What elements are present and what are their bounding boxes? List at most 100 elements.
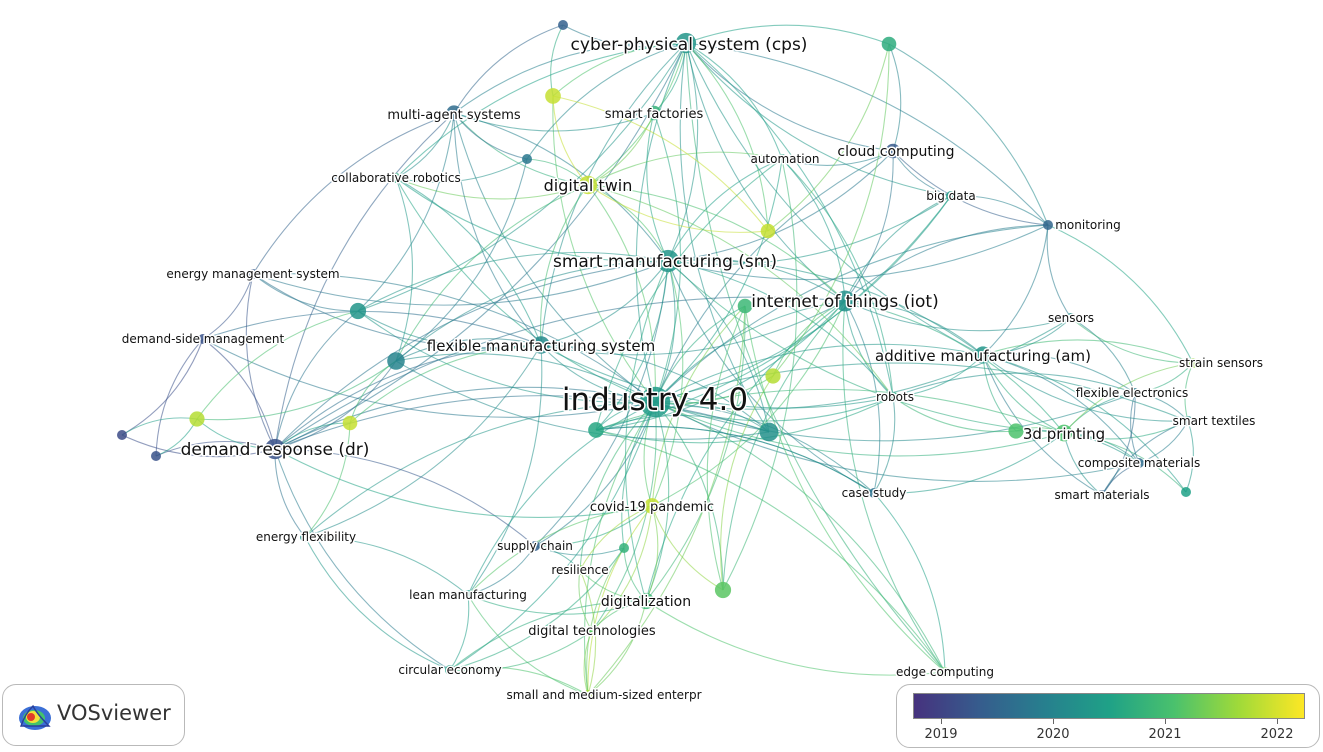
label-automation[interactable]: automation bbox=[749, 151, 821, 168]
node-smartmat[interactable] bbox=[1097, 490, 1107, 500]
label-covid[interactable]: covid-19 pandemic bbox=[588, 499, 715, 517]
node-digitalization[interactable] bbox=[637, 592, 655, 610]
label-digitaltwin[interactable]: digital twin bbox=[542, 175, 634, 197]
label-sensors[interactable]: sensors bbox=[1046, 310, 1095, 327]
node-covid[interactable] bbox=[644, 498, 660, 514]
label-lean[interactable]: lean manufacturing bbox=[408, 587, 529, 604]
node-lean[interactable] bbox=[463, 590, 473, 600]
node-am[interactable] bbox=[974, 346, 992, 364]
node-strain[interactable] bbox=[1188, 358, 1198, 368]
node-u13[interactable] bbox=[714, 581, 732, 599]
node-textiles[interactable] bbox=[1183, 416, 1193, 426]
label-composite[interactable]: composite materials bbox=[1076, 455, 1201, 472]
node-dsm[interactable] bbox=[198, 334, 208, 344]
label-energyflex[interactable]: energy flexibility bbox=[254, 529, 357, 546]
label-smartmat[interactable]: smart materials bbox=[1053, 487, 1151, 504]
node-u10[interactable] bbox=[759, 422, 779, 442]
label-smartfactories[interactable]: smart factories bbox=[603, 106, 705, 124]
link-am-monitoring bbox=[982, 224, 1049, 356]
label-cps[interactable]: cyber-physical system (cps) bbox=[569, 34, 809, 57]
label-resilience[interactable]: resilience bbox=[550, 562, 610, 579]
node-iot[interactable] bbox=[834, 290, 856, 312]
label-collab[interactable]: collaborative robotics bbox=[330, 170, 462, 187]
label-iot[interactable]: internet of things (iot) bbox=[750, 291, 940, 314]
node-supplychain[interactable] bbox=[530, 541, 540, 551]
label-sme[interactable]: small and medium-sized enterpr bbox=[505, 687, 703, 704]
label-fms[interactable]: flexible manufacturing system bbox=[425, 336, 656, 357]
label-printing[interactable]: 3d printing bbox=[1021, 424, 1106, 445]
label-flexelec[interactable]: flexible electronics bbox=[1074, 385, 1190, 402]
node-flexelec[interactable] bbox=[1130, 388, 1140, 398]
label-sm[interactable]: smart manufacturing (sm) bbox=[552, 251, 779, 274]
node-u18[interactable] bbox=[619, 543, 629, 553]
node-automation[interactable] bbox=[777, 154, 787, 164]
node-u14[interactable] bbox=[189, 411, 205, 427]
node-u6[interactable] bbox=[117, 430, 127, 440]
label-textiles[interactable]: smart textiles bbox=[1171, 413, 1257, 430]
label-edge[interactable]: edge computing bbox=[895, 664, 996, 681]
node-sm[interactable] bbox=[656, 249, 680, 273]
label-supplychain[interactable]: supply chain bbox=[496, 538, 575, 555]
node-digitaltwin[interactable] bbox=[578, 175, 598, 195]
link-collab-u9 bbox=[395, 177, 414, 362]
label-circular[interactable]: circular economy bbox=[397, 662, 503, 679]
node-bigdata[interactable] bbox=[946, 191, 956, 201]
label-cloud[interactable]: cloud computing bbox=[836, 143, 956, 162]
node-u17[interactable] bbox=[1181, 487, 1191, 497]
link-circular-digitech bbox=[449, 630, 593, 672]
node-cloud[interactable] bbox=[885, 143, 901, 159]
node-u9[interactable] bbox=[387, 352, 405, 370]
node-casestudy[interactable] bbox=[869, 488, 879, 498]
link-robots-u16 bbox=[892, 396, 1017, 433]
node-circular[interactable] bbox=[445, 665, 455, 675]
label-digitech[interactable]: digital technologies bbox=[527, 623, 658, 641]
node-sme[interactable] bbox=[583, 690, 593, 700]
label-monitoring[interactable]: monitoring bbox=[1054, 217, 1123, 234]
label-bigdata[interactable]: big data bbox=[925, 188, 977, 205]
node-u12[interactable] bbox=[342, 415, 358, 431]
node-u2[interactable] bbox=[545, 88, 561, 104]
node-u19[interactable] bbox=[737, 298, 753, 314]
node-u3[interactable] bbox=[881, 36, 897, 52]
node-u4[interactable] bbox=[760, 223, 776, 239]
node-industry40[interactable] bbox=[639, 386, 671, 418]
node-u7[interactable] bbox=[522, 154, 532, 164]
node-smartfactories[interactable] bbox=[646, 105, 662, 121]
node-u8[interactable] bbox=[349, 302, 367, 320]
label-ems[interactable]: energy management system bbox=[165, 266, 341, 283]
node-robots[interactable] bbox=[888, 392, 898, 402]
label-am[interactable]: additive manufacturing (am) bbox=[874, 346, 1093, 367]
node-digitech[interactable] bbox=[587, 626, 597, 636]
node-cps[interactable] bbox=[675, 32, 697, 54]
link-am-u17 bbox=[982, 354, 1187, 493]
node-edge[interactable] bbox=[940, 667, 950, 677]
node-printing[interactable] bbox=[1055, 424, 1073, 442]
label-digitalization[interactable]: digitalization bbox=[599, 593, 692, 612]
link-sm-iot bbox=[667, 258, 846, 302]
node-u16[interactable] bbox=[1008, 423, 1024, 439]
label-industry40[interactable]: industry 4.0 bbox=[560, 381, 749, 420]
label-casestudy[interactable]: case study bbox=[840, 485, 908, 502]
node-u11[interactable] bbox=[588, 422, 604, 438]
label-dr[interactable]: demand response (dr) bbox=[179, 439, 371, 462]
label-mas[interactable]: multi-agent systems bbox=[386, 107, 523, 125]
node-u5[interactable] bbox=[765, 368, 781, 384]
label-strain[interactable]: strain sensors bbox=[1177, 355, 1264, 372]
node-fms[interactable] bbox=[532, 336, 550, 354]
node-dr[interactable] bbox=[264, 438, 286, 460]
vosviewer-logo[interactable]: VOSviewer bbox=[2, 684, 185, 746]
node-sensors[interactable] bbox=[1066, 313, 1076, 323]
node-composite[interactable] bbox=[1134, 458, 1144, 468]
node-u1[interactable] bbox=[558, 20, 568, 30]
label-dsm[interactable]: demand-side management bbox=[120, 331, 286, 348]
node-u15[interactable] bbox=[151, 451, 161, 461]
node-monitoring[interactable] bbox=[1043, 220, 1053, 230]
node-collab[interactable] bbox=[391, 173, 401, 183]
node-mas[interactable] bbox=[446, 105, 462, 121]
node-ems[interactable] bbox=[248, 269, 258, 279]
node-resilience[interactable] bbox=[575, 565, 585, 575]
label-robots[interactable]: robots bbox=[875, 389, 916, 406]
node-energyflex[interactable] bbox=[300, 532, 310, 542]
link-cps-dr bbox=[274, 42, 687, 450]
